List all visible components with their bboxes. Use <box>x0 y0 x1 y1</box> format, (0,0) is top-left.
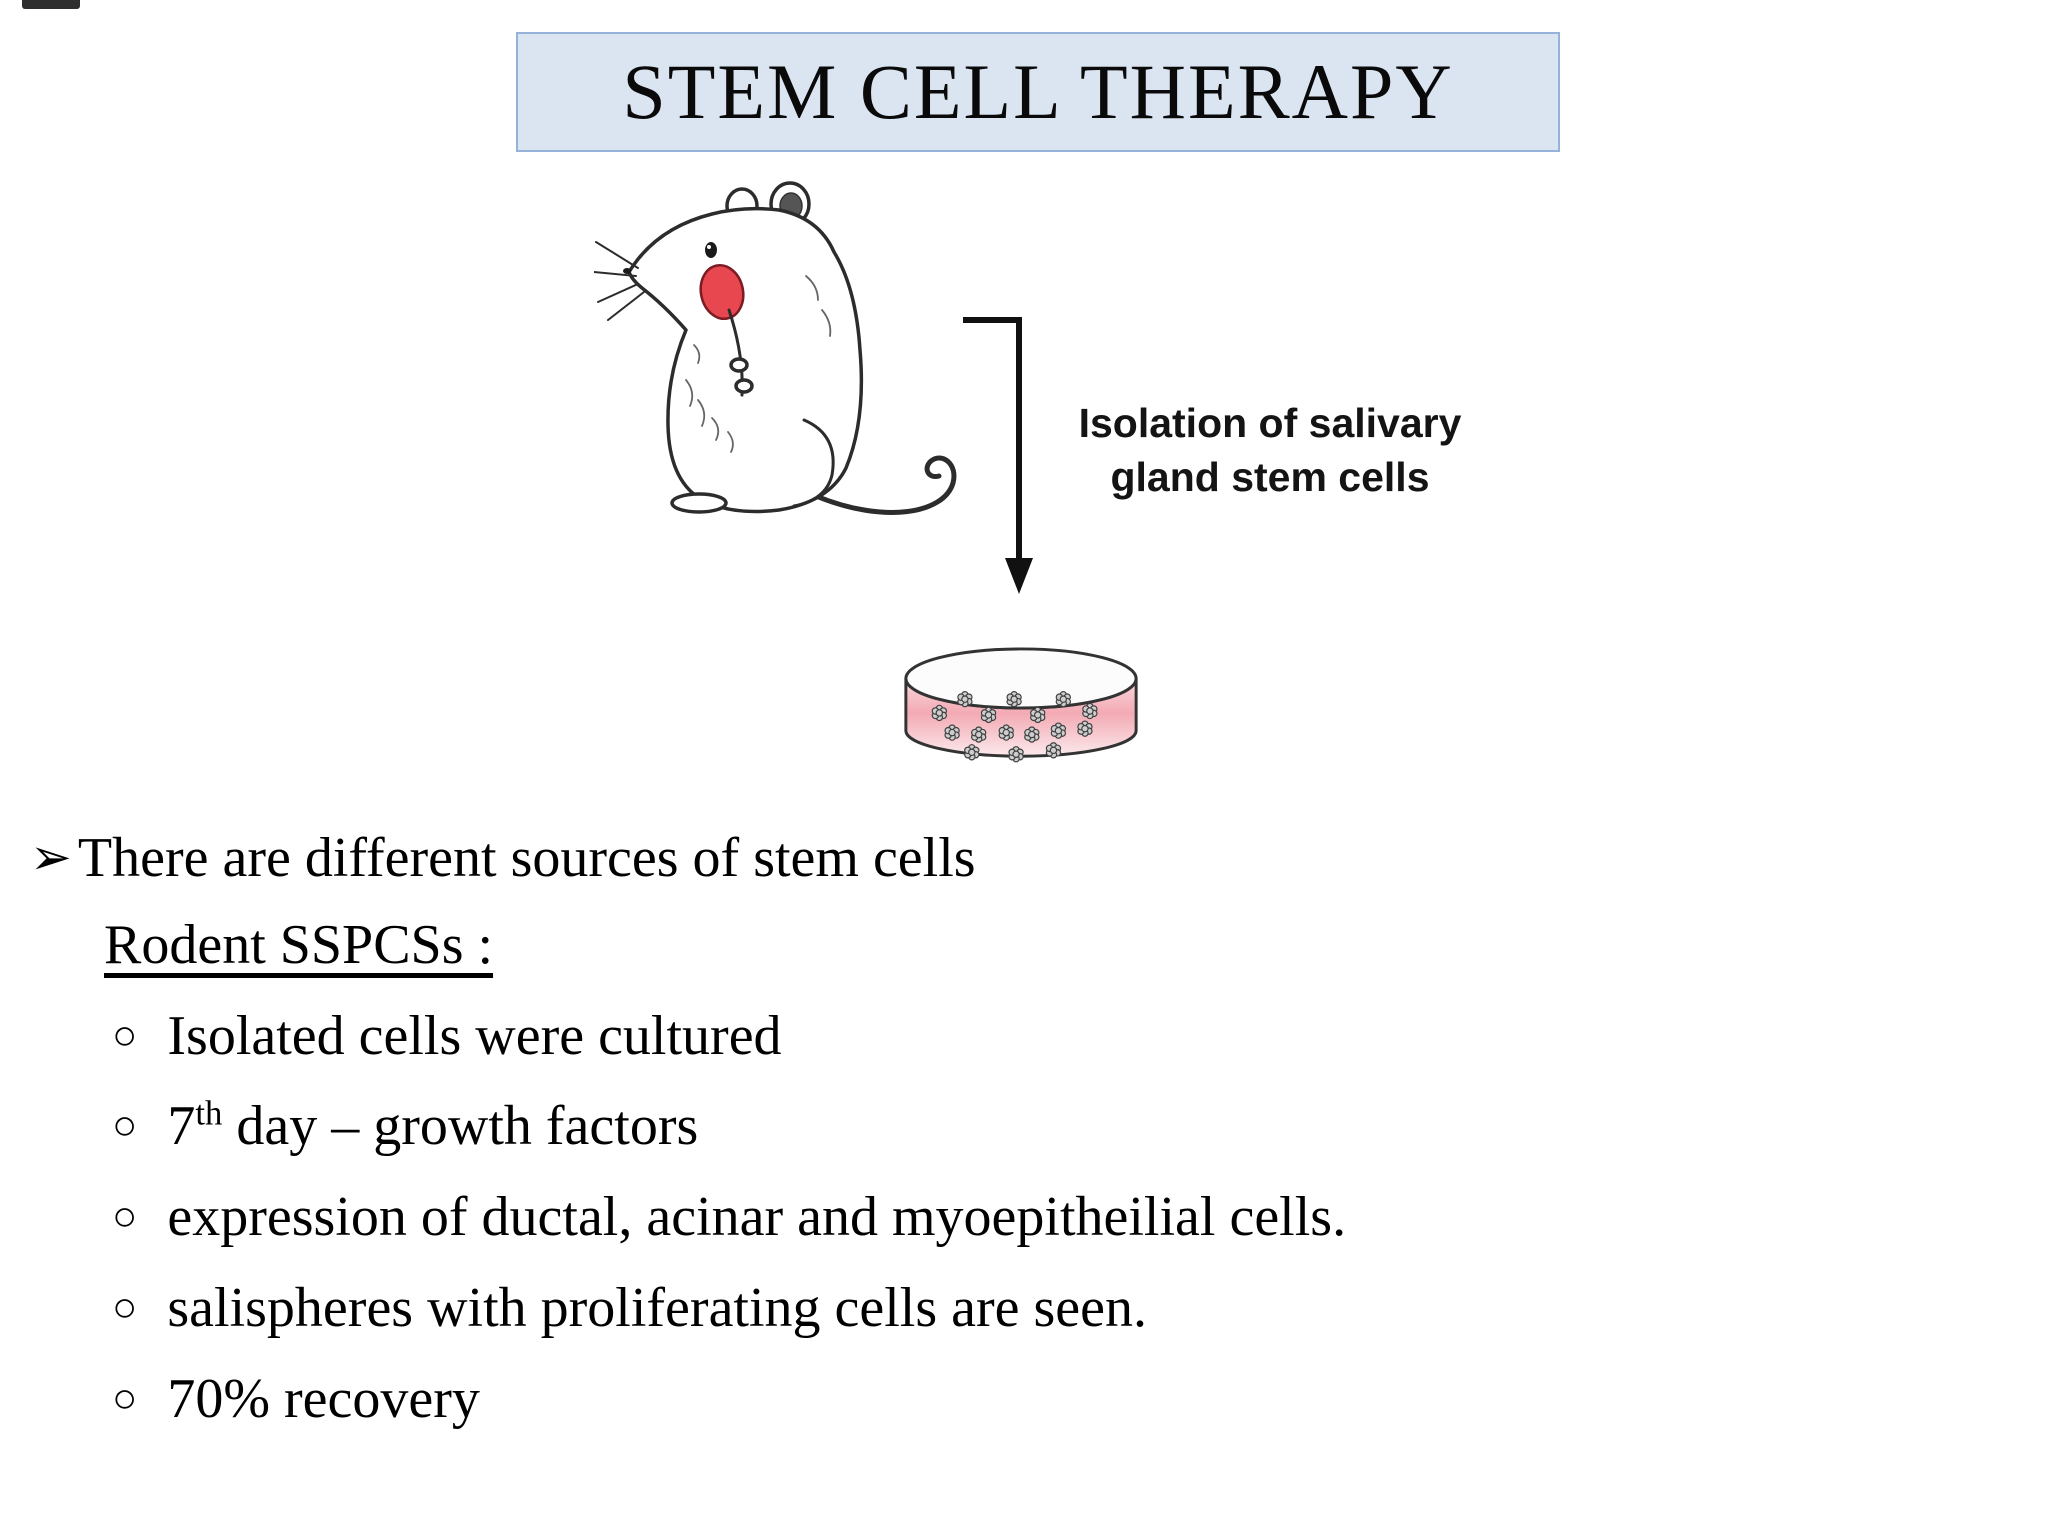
list-item-superscript: th <box>195 1093 223 1133</box>
circle-bullet: ○ <box>112 1284 138 1331</box>
list-item-text-pre: 7 <box>167 1095 196 1158</box>
arrow-label-line2: gland stem cells <box>1110 454 1430 501</box>
list-item-text: expression of ductal, acinar and myoepit… <box>167 1186 1347 1249</box>
list-item: ○ Isolated cells were cultured <box>112 1000 2020 1073</box>
circle-bullet: ○ <box>112 1375 138 1422</box>
main-bullet: ➢ There are different sources of stem ce… <box>30 822 2020 895</box>
arrow-bullet-glyph: ➢ <box>30 829 72 885</box>
circle-bullet: ○ <box>112 1012 138 1059</box>
arrow-label: Isolation of salivary gland stem cells <box>1030 396 1510 504</box>
circle-bullet: ○ <box>112 1194 138 1241</box>
petri-dish-icon <box>904 647 1138 763</box>
mouse-illustration <box>593 180 974 530</box>
circle-bullet: ○ <box>112 1103 138 1150</box>
down-arrow-icon <box>963 317 1033 594</box>
main-bullet-text: There are different sources of stem cell… <box>77 827 976 889</box>
list-item: ○ 70% recovery <box>112 1363 2020 1436</box>
arrow-label-line1: Isolation of salivary <box>1078 400 1462 446</box>
list-item-text: Isolated cells were cultured <box>167 1004 782 1067</box>
title-box: STEM CELL THERAPY <box>516 32 1560 152</box>
list-item-text: salispheres with proliferating cells are… <box>167 1276 1148 1339</box>
list-item: ○ expression of ductal, acinar and myoep… <box>112 1181 2020 1254</box>
content-block: ➢ There are different sources of stem ce… <box>30 822 2020 1436</box>
isolation-arrow <box>952 310 1044 606</box>
screen-edge-artifact <box>22 0 80 9</box>
list-item: ○ salispheres with proliferating cells a… <box>112 1272 2020 1345</box>
petri-dish-illustration <box>898 634 1144 784</box>
list-item-text: 7th day – growth factors <box>167 1090 698 1163</box>
list-item: ○ 7th day – growth factors <box>112 1090 2020 1163</box>
list-item-text: 70% recovery <box>167 1367 480 1430</box>
subheading: Rodent SSPCSs : <box>104 913 494 976</box>
list-item-text-post: day – growth factors <box>222 1095 699 1158</box>
page-title: STEM CELL THERAPY <box>622 48 1454 135</box>
mouse-drawing-icon <box>593 181 957 515</box>
